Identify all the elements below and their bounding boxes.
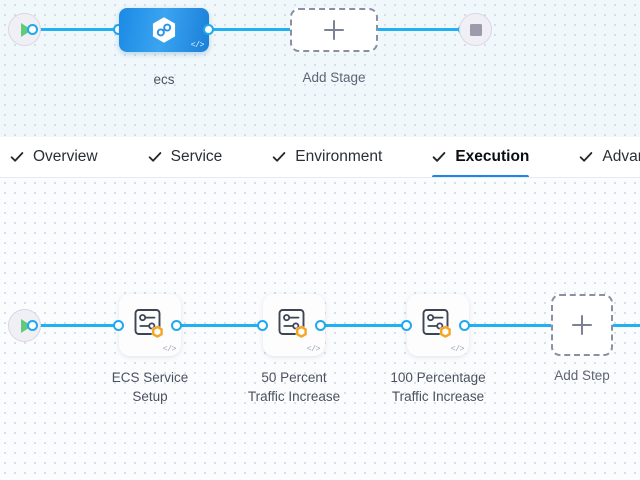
tab-service[interactable]: Service (148, 137, 245, 177)
stage-start-node[interactable] (8, 13, 41, 46)
add-stage-label: Add Stage (302, 70, 366, 85)
play-icon (20, 318, 32, 333)
step-start-output-port[interactable] (27, 320, 38, 331)
stage-node-label: ecs (153, 72, 175, 87)
ecs-hexagon-icon (152, 17, 176, 43)
add-step-button[interactable] (551, 294, 613, 356)
step-2-label: 50 Percent Traffic Increase (230, 368, 358, 406)
stage-code-badge[interactable]: </> (190, 41, 205, 50)
tab-label: Overview (33, 148, 98, 166)
edge-stage-to-add-stage (206, 28, 292, 31)
edge-step-1-to-step-2 (174, 324, 284, 327)
step-3-label: 100 Percentage Traffic Increase (372, 368, 504, 406)
step-label-line1: 100 Percentage (390, 370, 486, 385)
stage-start-output-port[interactable] (27, 24, 38, 35)
settings-sliders-icon (278, 309, 308, 339)
step-code-badge[interactable]: </> (450, 345, 465, 354)
tab-label: Advanced (602, 148, 640, 166)
step-card-ecs-service-setup[interactable]: </> (119, 294, 181, 356)
tab-label: Service (170, 148, 223, 166)
edge-start-to-step-1 (30, 324, 138, 327)
step-2-input-port[interactable] (257, 320, 268, 331)
tab-bar: Overview Service Environment Execution A (0, 137, 640, 178)
step-label-line2: Traffic Increase (247, 389, 341, 404)
step-code-badge[interactable]: </> (306, 345, 321, 354)
add-step-label: Add Step (554, 368, 610, 383)
step-2-output-port[interactable] (315, 320, 326, 331)
step-3-input-port[interactable] (401, 320, 412, 331)
check-icon (10, 150, 24, 164)
edge-start-to-stage (30, 28, 134, 31)
orange-hexagon-icon (151, 325, 164, 339)
step-label-line1: 50 Percent (261, 370, 327, 385)
tab-label: Environment (295, 148, 383, 166)
step-1-input-port[interactable] (113, 320, 124, 331)
step-1-output-port[interactable] (171, 320, 182, 331)
tab-label: Execution (455, 148, 530, 166)
step-label-line2: Traffic Increase (391, 389, 485, 404)
play-icon (20, 22, 32, 37)
step-label-line1: ECS Service (111, 370, 189, 385)
tab-execution[interactable]: Execution (432, 137, 551, 177)
stage-node-ecs[interactable]: </> (119, 8, 209, 52)
settings-sliders-icon (422, 309, 452, 339)
check-icon (432, 150, 446, 164)
stage-canvas[interactable]: </> ecs Add Stage (0, 0, 640, 137)
orange-hexagon-icon (295, 325, 308, 339)
edge-step-3-to-add-step (462, 324, 572, 327)
settings-sliders-icon (134, 309, 164, 339)
plus-icon (572, 315, 592, 335)
add-stage-button[interactable] (290, 8, 378, 52)
tab-overview[interactable]: Overview (10, 137, 120, 177)
tab-advanced[interactable]: Advanced (579, 137, 640, 177)
stage-end-node[interactable] (459, 13, 492, 46)
step-3-output-port[interactable] (459, 320, 470, 331)
orange-hexagon-icon (439, 325, 452, 339)
step-label-line2: Setup (132, 389, 168, 404)
plus-icon (324, 20, 344, 40)
check-icon (579, 150, 593, 164)
check-icon (272, 150, 286, 164)
edge-step-2-to-step-3 (318, 324, 428, 327)
step-code-badge[interactable]: </> (162, 345, 177, 354)
step-card-100-percentage-traffic-increase[interactable]: </> (407, 294, 469, 356)
check-icon (148, 150, 162, 164)
step-card-50-percent-traffic-increase[interactable]: </> (263, 294, 325, 356)
tab-environment[interactable]: Environment (272, 137, 404, 177)
stop-icon (469, 23, 482, 36)
step-1-label: ECS Service Setup (90, 368, 210, 406)
step-canvas[interactable]: </> ECS Service Setup (0, 178, 640, 480)
edge-add-step-to-next (608, 324, 640, 327)
stage-output-port[interactable] (203, 24, 214, 35)
edge-add-stage-to-end (376, 28, 466, 31)
